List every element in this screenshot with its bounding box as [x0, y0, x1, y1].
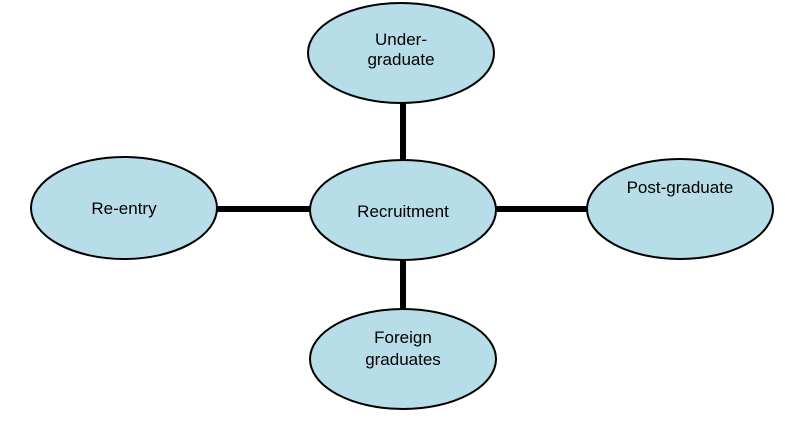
node-reentry-label: Re-entry: [91, 199, 157, 218]
node-recruitment: Recruitment: [309, 159, 497, 261]
node-reentry: Re-entry: [30, 156, 218, 260]
node-undergraduate: Under- graduate: [307, 2, 495, 104]
node-reentry-shape: [30, 156, 218, 260]
node-undergraduate-label-line2: graduate: [367, 50, 434, 69]
node-recruitment-label: Recruitment: [357, 202, 449, 221]
node-recruitment-shape: [309, 159, 497, 261]
node-postgraduate-shape: [586, 158, 774, 260]
node-postgraduate: Post-graduate: [586, 158, 774, 260]
node-foreign-graduates-label-line1: Foreign: [374, 328, 432, 347]
node-foreign-graduates: Foreign graduates: [309, 308, 497, 410]
node-foreign-graduates-shape: [309, 308, 497, 410]
node-undergraduate-label-line1: Under-: [375, 30, 427, 49]
node-foreign-graduates-label-line2: graduates: [365, 350, 441, 369]
node-undergraduate-shape: [307, 2, 495, 104]
node-postgraduate-label: Post-graduate: [627, 178, 734, 197]
